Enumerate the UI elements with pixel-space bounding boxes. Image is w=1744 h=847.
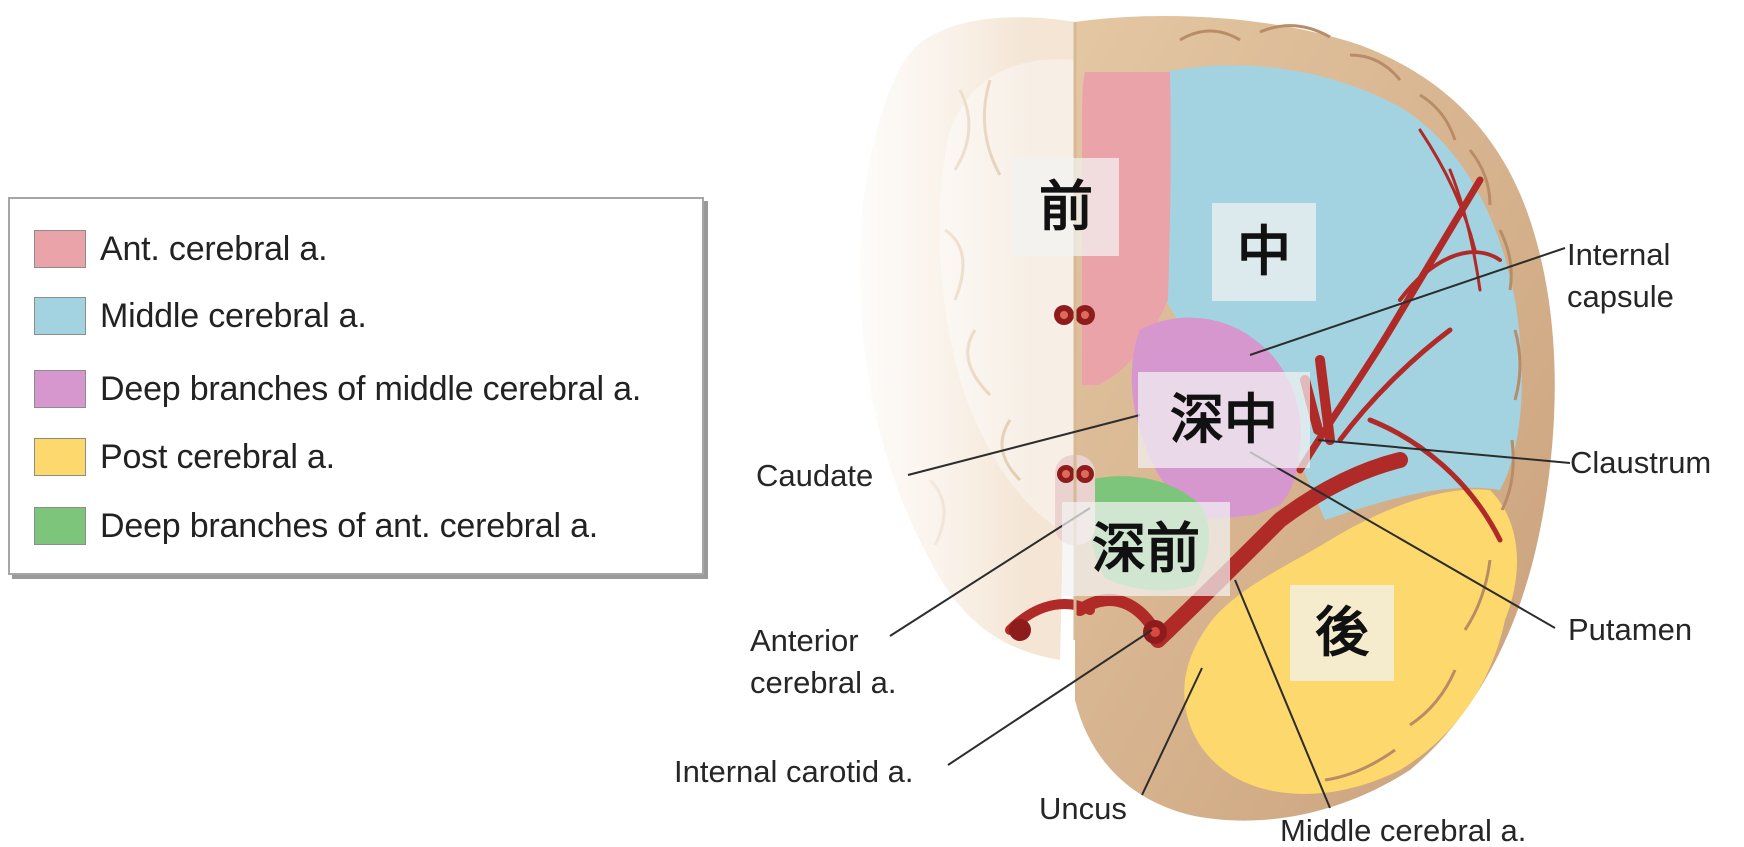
callout-uncus: Uncus <box>1039 788 1127 830</box>
callout-line: cerebral a. <box>750 662 896 704</box>
callout-anterior-cerebral: Anterior cerebral a. <box>750 620 896 704</box>
zone-tag-posterior: 後 <box>1290 585 1394 681</box>
callout-putamen: Putamen <box>1568 609 1692 651</box>
zone-tag-deep-middle: 深中 <box>1138 372 1310 468</box>
callout-middle-cerebral: Middle cerebral a. <box>1280 810 1526 842</box>
zone-tag-deep-anterior: 深前 <box>1062 502 1230 596</box>
internal-carotid-lumen <box>1150 627 1160 637</box>
left-fade <box>830 0 1030 842</box>
callout-line: Anterior <box>750 620 896 662</box>
callout-claustrum: Claustrum <box>1570 442 1711 484</box>
callout-caudate: Caudate <box>756 455 873 497</box>
left-artery-cross-section <box>1009 619 1031 641</box>
callout-internal-capsule: Internal capsule <box>1567 234 1674 318</box>
zone-tag-middle: 中 <box>1212 203 1316 301</box>
zone-tag-anterior: 前 <box>1013 158 1119 256</box>
callout-internal-carotid: Internal carotid a. <box>674 751 914 793</box>
callout-line: Internal <box>1567 234 1674 276</box>
callout-line: capsule <box>1567 276 1674 318</box>
